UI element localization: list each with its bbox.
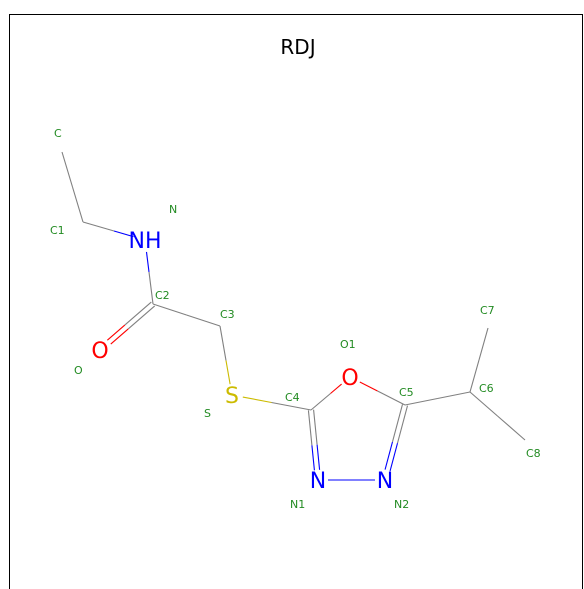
bond-layer — [61, 151, 526, 481]
bond-C2-C3 — [152, 303, 221, 327]
element-symbol-n2: N — [377, 469, 393, 494]
molecule-title: RDJ — [280, 35, 315, 59]
bond-C6-C8 — [469, 391, 526, 441]
atom-label-c8: C8 — [526, 447, 541, 460]
atom-label-c6: C6 — [479, 382, 494, 395]
atom-label-n2: N2 — [394, 498, 409, 511]
bond-C5-C6 — [404, 391, 471, 406]
bond-S-C4 — [242, 396, 312, 411]
bond-N-C2 — [145, 251, 154, 305]
atom-label-c5: C5 — [399, 386, 414, 399]
element-symbol-n1: N — [310, 469, 326, 494]
bond-N2-C5 — [384, 404, 409, 472]
atom-label-o1: O1 — [340, 338, 356, 351]
atom-label-n1: N1 — [290, 498, 305, 511]
atom-label-c2: C2 — [155, 289, 170, 302]
atom-label-c7: C7 — [480, 304, 495, 317]
element-symbol-n: NH — [129, 229, 162, 254]
bond-C1-N — [82, 221, 134, 238]
bond-C4-O1 — [310, 383, 342, 411]
element-symbol-o: O — [91, 339, 108, 364]
bond-C2-O — [106, 301, 156, 345]
atom-label-s: S — [204, 407, 211, 420]
atom-label-c4: C4 — [285, 391, 300, 404]
bond-C3-S — [219, 325, 231, 385]
bond-C4-N1 — [307, 409, 321, 471]
element-symbol-o1: O — [341, 366, 358, 391]
atom-label-c1: C1 — [50, 224, 65, 237]
bond-O1-C5 — [359, 381, 406, 406]
bond-C6-C7 — [469, 327, 489, 393]
atom-label-o: O — [74, 364, 83, 377]
element-layer: NH O S O N N — [91, 229, 393, 494]
atom-label-c: C — [54, 127, 62, 140]
atom-label-c3: C3 — [220, 308, 235, 321]
atom-label-n: N — [169, 203, 177, 216]
element-symbol-s: S — [225, 384, 239, 409]
molecule-frame — [9, 14, 583, 589]
bond-C-C1 — [61, 151, 84, 223]
